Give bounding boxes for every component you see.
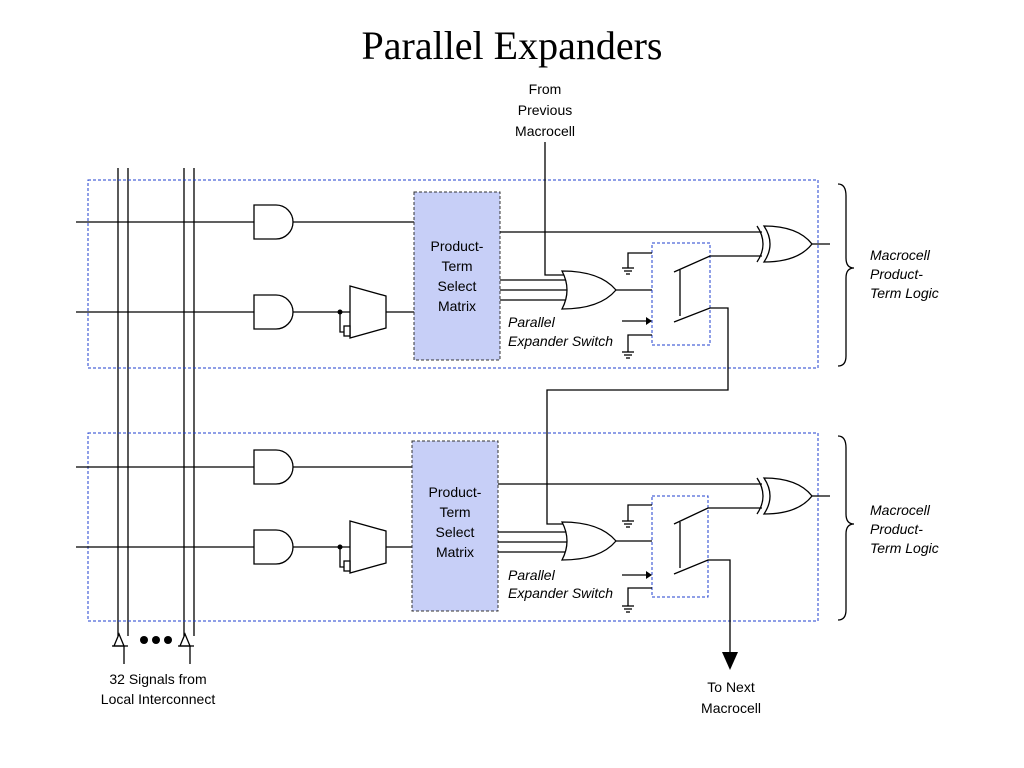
from-previous-label: Previous <box>518 102 572 118</box>
side-label-line: Macrocell <box>870 502 931 518</box>
signals-label: 32 Signals from <box>109 671 206 687</box>
macrocell-1: Product- Term Select Matrix Parallel Exp… <box>76 142 939 525</box>
from-previous-label: Macrocell <box>515 123 575 139</box>
product-term-select-matrix <box>411 440 499 612</box>
parallel-expander-switch-box <box>651 495 709 598</box>
ptsm-label-line: Term <box>439 504 470 520</box>
ptsm-label-line: Product- <box>429 484 482 500</box>
signals-label: Local Interconnect <box>101 691 216 707</box>
side-label-line: Term Logic <box>870 540 939 556</box>
side-label-line: Macrocell <box>870 247 931 263</box>
curly-brace <box>837 435 855 621</box>
macrocell-2: Product- Term Select Matrix Parallel Exp… <box>76 432 939 670</box>
and-gate <box>253 294 294 330</box>
programmable-mux <box>349 520 387 574</box>
switch-label-line: Expander Switch <box>508 333 613 349</box>
ptsm-label-line: Matrix <box>436 544 474 560</box>
parallel-expander-switch-box <box>651 242 711 346</box>
to-next-label: Macrocell <box>701 700 761 716</box>
side-label-line: Product- <box>870 521 923 537</box>
switch-label-line: Parallel <box>508 567 556 583</box>
slide-title: Parallel Expanders <box>361 23 663 68</box>
switch-label-line: Parallel <box>508 314 556 330</box>
side-label-line: Product- <box>870 266 923 282</box>
ptsm-label-line: Product- <box>431 238 484 254</box>
xor-gate <box>762 225 813 263</box>
and-gate <box>253 529 294 565</box>
product-term-select-matrix <box>413 191 501 361</box>
ptsm-label-line: Select <box>436 524 475 540</box>
to-next-label: To Next <box>707 679 755 695</box>
ptsm-label-line: Select <box>438 278 477 294</box>
macrocell-2-border <box>87 432 819 622</box>
expander-switch <box>673 255 762 273</box>
xor-gate <box>762 477 813 515</box>
macrocell-1-border <box>87 179 819 369</box>
side-label-line: Term Logic <box>870 285 939 301</box>
input-buffers <box>112 632 194 664</box>
interconnect-lines <box>117 168 195 636</box>
or-gate <box>560 270 617 310</box>
ptsm-label-line: Term <box>441 258 472 274</box>
curly-brace <box>837 183 855 367</box>
and-gate <box>253 449 294 485</box>
ptsm-label-line: Matrix <box>438 298 476 314</box>
programmable-mux <box>349 285 387 339</box>
expander-switch <box>673 507 762 525</box>
or-gate <box>560 521 617 561</box>
from-previous-label: From <box>529 81 562 97</box>
and-gate <box>253 204 294 240</box>
switch-label-line: Expander Switch <box>508 585 613 601</box>
